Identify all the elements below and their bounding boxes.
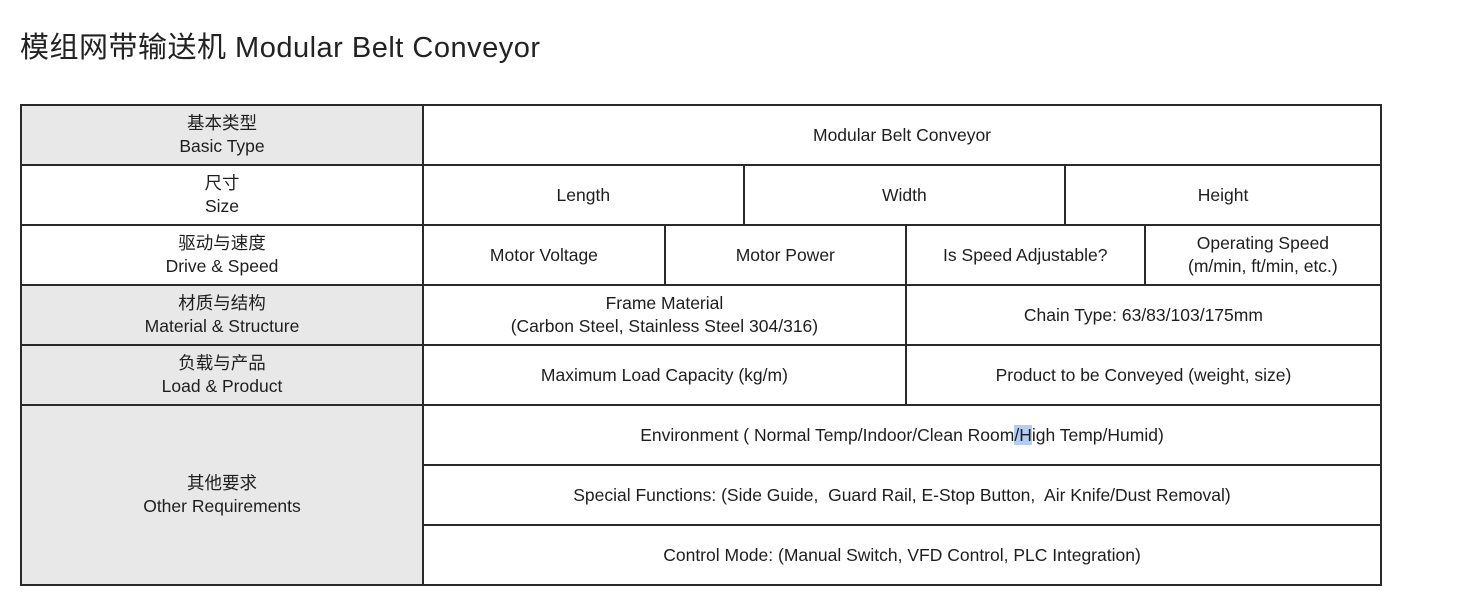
table-row-other-requirements: 其他要求 Other Requirements Environment ( No… [22, 404, 1380, 584]
cell-motor-power: Motor Power [663, 226, 905, 284]
cell-environment: Environment ( Normal Temp/Indoor/Clean R… [424, 406, 1380, 464]
cell-operating-speed-line1: Operating Speed [1196, 233, 1330, 253]
table-row-load-product: 负载与产品 Load & Product Maximum Load Capaci… [22, 344, 1380, 404]
row-header-size-zh: 尺寸 [204, 173, 240, 193]
row-header-basic-type-zh: 基本类型 [187, 113, 257, 133]
cell-motor-voltage: Motor Voltage [422, 226, 664, 284]
row-header-drive-speed: 驱动与速度 Drive & Speed [22, 226, 422, 284]
row-header-material-structure-en: Material & Structure [144, 316, 300, 336]
conveyor-spec-table: 基本类型 Basic Type Modular Belt Conveyor 尺寸… [20, 104, 1382, 586]
cell-frame-material-line1: Frame Material [605, 293, 724, 313]
page-title: 模组网带输送机 Modular Belt Conveyor [20, 32, 541, 64]
row-header-other-requirements: 其他要求 Other Requirements [22, 406, 422, 584]
environment-text-post: igh Temp/Humid) [1031, 424, 1164, 445]
environment-text-selection: /H [1014, 424, 1032, 445]
other-requirements-cells: Environment ( Normal Temp/Indoor/Clean R… [422, 406, 1380, 584]
row-header-other-requirements-en: Other Requirements [143, 496, 301, 516]
row-header-other-requirements-zh: 其他要求 [187, 473, 257, 493]
cell-special-functions: Special Functions: (Side Guide, Guard Ra… [424, 464, 1380, 524]
row-header-load-product-zh: 负载与产品 [178, 353, 266, 373]
cell-height: Height [1064, 166, 1380, 224]
cell-chain-type: Chain Type: 63/83/103/175mm [904, 286, 1380, 344]
row-header-drive-speed-zh: 驱动与速度 [178, 233, 266, 253]
cell-load-capacity: Maximum Load Capacity (kg/m) [422, 346, 905, 404]
cell-frame-material: Frame Material (Carbon Steel, Stainless … [422, 286, 905, 344]
cell-product-conveyed: Product to be Conveyed (weight, size) [904, 346, 1380, 404]
table-row-drive-speed: 驱动与速度 Drive & Speed Motor Voltage Motor … [22, 224, 1380, 284]
cell-operating-speed-line2: (m/min, ft/min, etc.) [1188, 256, 1338, 276]
cell-basic-type-value: Modular Belt Conveyor [422, 106, 1380, 164]
row-header-load-product: 负载与产品 Load & Product [22, 346, 422, 404]
table-row-size: 尺寸 Size Length Width Height [22, 164, 1380, 224]
row-header-material-structure: 材质与结构 Material & Structure [22, 286, 422, 344]
cell-frame-material-line2: (Carbon Steel, Stainless Steel 304/316) [510, 316, 819, 336]
row-header-basic-type-en: Basic Type [179, 136, 265, 156]
cell-operating-speed: Operating Speed (m/min, ft/min, etc.) [1143, 226, 1380, 284]
environment-text-pre: Environment ( Normal Temp/Indoor/Clean R… [640, 424, 1015, 445]
cell-width: Width [742, 166, 1065, 224]
row-header-size-en: Size [204, 196, 240, 216]
row-header-load-product-en: Load & Product [161, 376, 283, 396]
row-header-drive-speed-en: Drive & Speed [165, 256, 279, 276]
row-header-material-structure-zh: 材质与结构 [178, 293, 266, 313]
table-row-material-structure: 材质与结构 Material & Structure Frame Materia… [22, 284, 1380, 344]
environment-text: Environment ( Normal Temp/Indoor/Clean R… [640, 424, 1164, 447]
cell-speed-adjustable: Is Speed Adjustable? [904, 226, 1144, 284]
row-header-size: 尺寸 Size [22, 166, 422, 224]
row-header-basic-type: 基本类型 Basic Type [22, 106, 422, 164]
cell-length: Length [422, 166, 743, 224]
table-row-basic-type: 基本类型 Basic Type Modular Belt Conveyor [22, 106, 1380, 164]
cell-control-mode: Control Mode: (Manual Switch, VFD Contro… [424, 524, 1380, 584]
